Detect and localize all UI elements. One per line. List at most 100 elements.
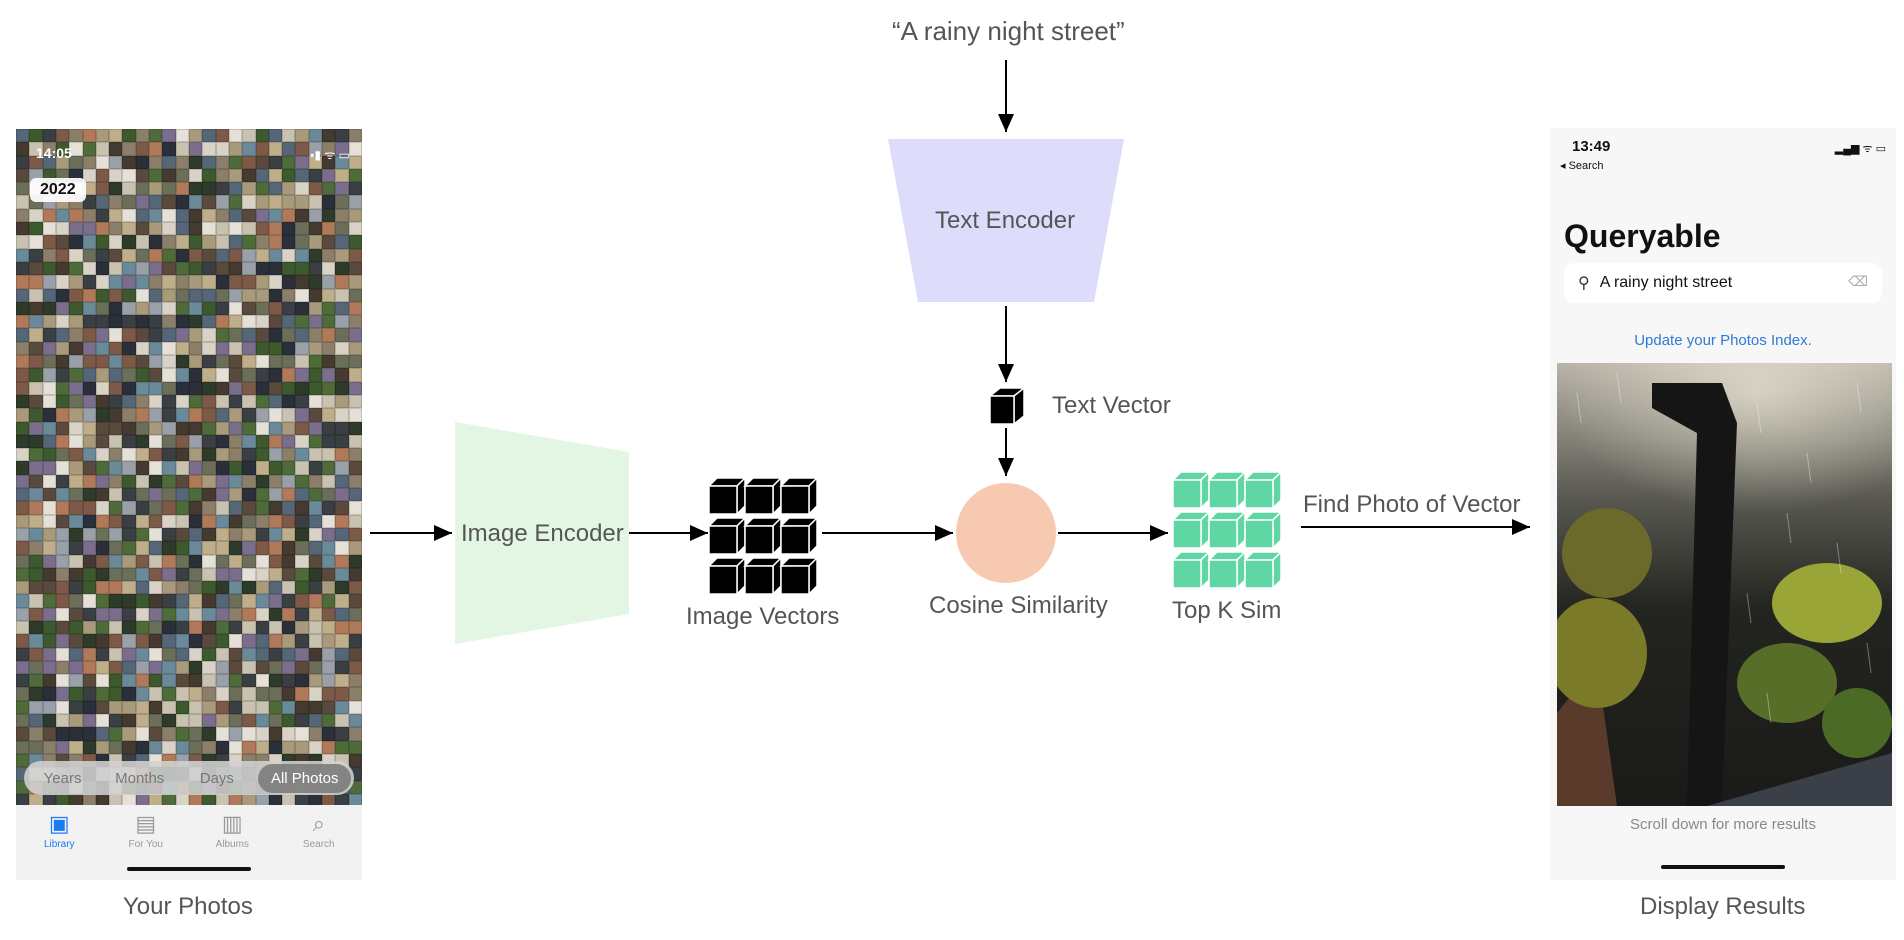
photo-thumbnail[interactable] <box>322 714 336 728</box>
photo-thumbnail[interactable] <box>255 341 269 356</box>
photo-thumbnail[interactable] <box>322 567 336 582</box>
photo-thumbnail[interactable] <box>16 421 30 435</box>
photo-thumbnail[interactable] <box>109 315 123 329</box>
photo-thumbnail[interactable] <box>162 394 176 409</box>
photo-thumbnail[interactable] <box>255 142 269 156</box>
photo-thumbnail[interactable] <box>282 381 296 395</box>
photo-thumbnail[interactable] <box>308 129 323 143</box>
photo-thumbnail[interactable] <box>135 554 150 568</box>
photo-thumbnail[interactable] <box>295 248 309 262</box>
photo-thumbnail[interactable] <box>69 222 83 236</box>
photo-thumbnail[interactable] <box>335 182 349 196</box>
photo-thumbnail[interactable] <box>42 142 56 156</box>
photo-thumbnail[interactable] <box>29 607 43 621</box>
photo-thumbnail[interactable] <box>69 355 83 369</box>
photo-thumbnail[interactable] <box>175 381 189 395</box>
photo-thumbnail[interactable] <box>295 474 309 489</box>
photo-thumbnail[interactable] <box>189 727 203 741</box>
photo-thumbnail[interactable] <box>268 355 283 369</box>
photo-thumbnail[interactable] <box>295 421 309 435</box>
photo-thumbnail[interactable] <box>55 527 70 542</box>
photo-thumbnail[interactable] <box>55 594 70 608</box>
photo-thumbnail[interactable] <box>175 514 189 528</box>
photo-thumbnail[interactable] <box>109 168 123 183</box>
photo-thumbnail[interactable] <box>55 448 70 462</box>
photo-thumbnail[interactable] <box>55 381 70 395</box>
photo-thumbnail[interactable] <box>109 527 123 542</box>
photo-thumbnail[interactable] <box>42 554 56 568</box>
photo-thumbnail[interactable] <box>135 727 150 741</box>
photo-thumbnail[interactable] <box>308 594 323 608</box>
photo-thumbnail[interactable] <box>95 687 110 701</box>
photo-thumbnail[interactable] <box>175 394 189 409</box>
photo-thumbnail[interactable] <box>122 448 136 462</box>
photo-thumbnail[interactable] <box>149 527 163 542</box>
photo-thumbnail[interactable] <box>335 434 349 449</box>
photo-thumbnail[interactable] <box>215 129 229 143</box>
photo-thumbnail[interactable] <box>348 129 362 143</box>
photo-thumbnail[interactable] <box>268 620 283 635</box>
photo-thumbnail[interactable] <box>175 581 189 595</box>
photo-thumbnail[interactable] <box>228 142 243 156</box>
photo-thumbnail[interactable] <box>255 328 269 342</box>
photo-thumbnail[interactable] <box>348 261 362 276</box>
photo-thumbnail[interactable] <box>322 674 336 688</box>
photo-thumbnail[interactable] <box>175 261 189 276</box>
photo-thumbnail[interactable] <box>282 554 296 568</box>
photo-thumbnail[interactable] <box>42 315 56 329</box>
photo-thumbnail[interactable] <box>149 261 163 276</box>
photo-thumbnail[interactable] <box>228 567 243 582</box>
photo-thumbnail[interactable] <box>149 474 163 489</box>
photo-thumbnail[interactable] <box>135 674 150 688</box>
photo-thumbnail[interactable] <box>69 714 83 728</box>
photo-thumbnail[interactable] <box>335 634 349 648</box>
photo-thumbnail[interactable] <box>95 168 110 183</box>
photo-thumbnail[interactable] <box>282 168 296 183</box>
photo-thumbnail[interactable] <box>109 408 123 422</box>
photo-thumbnail[interactable] <box>122 341 136 356</box>
photo-thumbnail[interactable] <box>82 594 96 608</box>
photo-thumbnail[interactable] <box>42 581 56 595</box>
photo-thumbnail[interactable] <box>282 421 296 435</box>
photo-thumbnail[interactable] <box>95 554 110 568</box>
photo-thumbnail[interactable] <box>295 315 309 329</box>
photo-thumbnail[interactable] <box>135 488 150 502</box>
photo-thumbnail[interactable] <box>42 488 56 502</box>
photo-thumbnail[interactable] <box>95 355 110 369</box>
photo-thumbnail[interactable] <box>308 647 323 661</box>
photo-thumbnail[interactable] <box>109 394 123 409</box>
photo-thumbnail[interactable] <box>95 434 110 449</box>
photo-thumbnail[interactable] <box>16 594 30 608</box>
photo-thumbnail[interactable] <box>135 581 150 595</box>
photo-thumbnail[interactable] <box>135 634 150 648</box>
photo-thumbnail[interactable] <box>295 301 309 316</box>
photo-thumbnail[interactable] <box>228 527 243 542</box>
photo-thumbnail[interactable] <box>42 394 56 409</box>
photo-thumbnail[interactable] <box>82 488 96 502</box>
photo-thumbnail[interactable] <box>202 541 216 555</box>
photo-thumbnail[interactable] <box>55 620 70 635</box>
photo-thumbnail[interactable] <box>42 434 56 449</box>
photo-thumbnail[interactable] <box>122 288 136 302</box>
photo-thumbnail[interactable] <box>82 394 96 409</box>
photo-thumbnail[interactable] <box>189 129 203 143</box>
photo-thumbnail[interactable] <box>268 434 283 449</box>
photo-thumbnail[interactable] <box>242 594 256 608</box>
photo-thumbnail[interactable] <box>109 355 123 369</box>
photo-thumbnail[interactable] <box>308 740 323 754</box>
photo-thumbnail[interactable] <box>175 129 189 143</box>
photo-thumbnail[interactable] <box>348 275 362 289</box>
photo-thumbnail[interactable] <box>69 541 83 555</box>
photo-thumbnail[interactable] <box>282 674 296 688</box>
photo-thumbnail[interactable] <box>29 261 43 276</box>
photo-thumbnail[interactable] <box>109 660 123 675</box>
photo-thumbnail[interactable] <box>202 261 216 276</box>
photo-thumbnail[interactable] <box>322 142 336 156</box>
photo-thumbnail[interactable] <box>202 248 216 262</box>
search-input[interactable]: ⚲ A rainy night street ⌫ <box>1564 263 1882 303</box>
photo-thumbnail[interactable] <box>215 634 229 648</box>
photo-thumbnail[interactable] <box>175 740 189 754</box>
photo-thumbnail[interactable] <box>189 660 203 675</box>
photo-thumbnail[interactable] <box>268 182 283 196</box>
photo-thumbnail[interactable] <box>348 461 362 475</box>
